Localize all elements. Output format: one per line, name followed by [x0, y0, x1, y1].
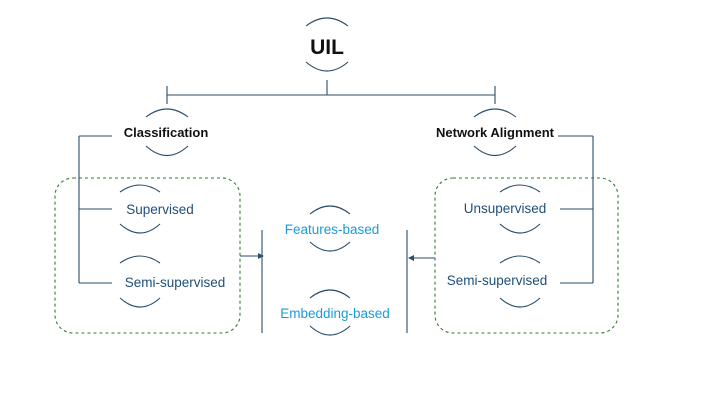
network-alignment-semi-supervised-node: Semi-supervised [447, 255, 548, 308]
network-alignment-semi-bottom-arc [499, 297, 541, 308]
classification-semi-supervised-label: Semi-supervised [125, 275, 226, 290]
unsupervised-node: Unsupervised [464, 184, 547, 234]
supervised-node: Supervised [119, 184, 194, 234]
classification-bracket [78, 135, 112, 284]
network-alignment-node: Network Alignment [436, 108, 555, 157]
features-based-bottom-arc [309, 241, 351, 252]
supervised-bottom-arc [119, 223, 161, 234]
classification-node: Classification [124, 108, 209, 157]
classification-bottom-arc [145, 145, 189, 157]
features-based-label: Features-based [285, 222, 380, 237]
classification-top-arc [145, 108, 189, 118]
network-alignment-group-box [434, 177, 619, 334]
features-based-node: Features-based [285, 205, 380, 252]
root-bottom-arc [305, 61, 349, 72]
tree-connectors [166, 80, 496, 104]
right-to-methods-arrowhead [408, 255, 414, 261]
root-top-arc [305, 17, 349, 27]
network-alignment-bottom-arc [473, 145, 517, 157]
root-node: UIL [305, 17, 349, 72]
methods-bracket [261, 230, 408, 333]
features-based-top-arc [309, 205, 351, 215]
embedding-based-bottom-arc [309, 325, 351, 336]
network-alignment-top-arc [473, 108, 517, 118]
embedding-based-label: Embedding-based [280, 306, 390, 321]
classification-label: Classification [124, 125, 209, 140]
embedding-based-node: Embedding-based [280, 289, 390, 336]
network-alignment-semi-supervised-label: Semi-supervised [447, 273, 548, 288]
classification-semi-bottom-arc [119, 297, 161, 308]
classification-semi-top-arc [119, 255, 161, 264]
supervised-label: Supervised [126, 202, 194, 217]
supervised-top-arc [119, 184, 161, 193]
unsupervised-top-arc [499, 184, 541, 193]
embedding-based-top-arc [309, 289, 351, 299]
network-alignment-semi-top-arc [499, 255, 541, 264]
classification-semi-supervised-node: Semi-supervised [119, 255, 226, 308]
left-to-methods-arrowhead [258, 253, 264, 259]
root-label: UIL [310, 36, 344, 59]
method-arrows [240, 253, 435, 261]
unsupervised-label: Unsupervised [464, 201, 547, 216]
unsupervised-bottom-arc [499, 223, 541, 234]
network-alignment-label: Network Alignment [436, 125, 555, 140]
network-alignment-bracket [558, 135, 594, 284]
